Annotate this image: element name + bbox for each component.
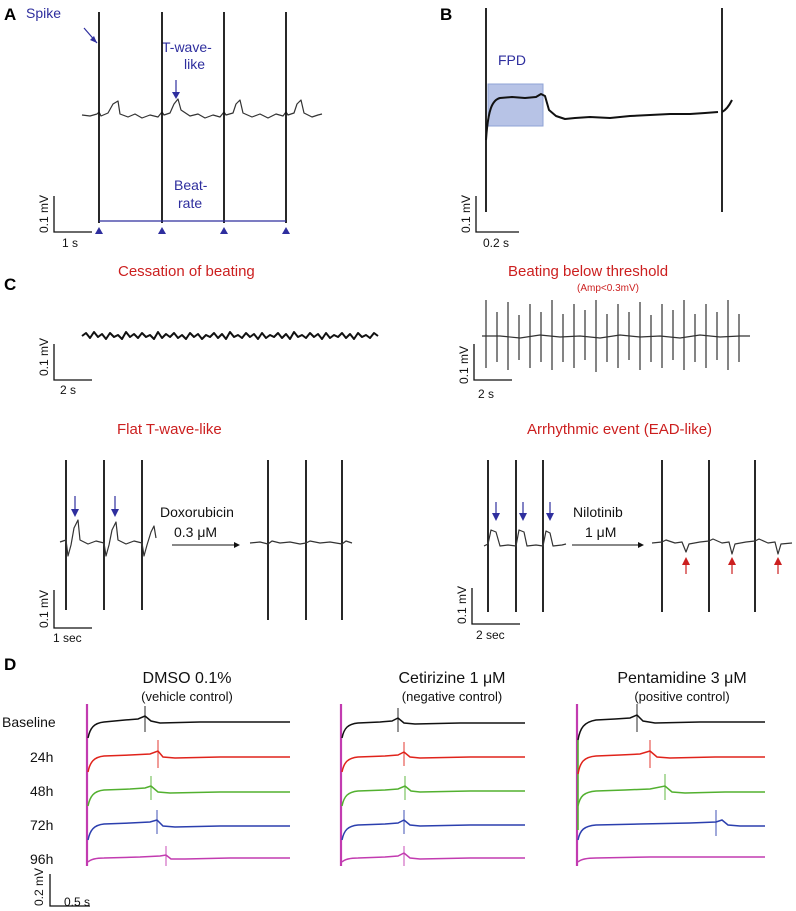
cessation-scalebar: [53, 344, 92, 381]
below-subtitle: (Amp<0.3mV): [577, 283, 639, 294]
panel-a-scale-t: 1 s: [62, 236, 78, 250]
panel-b-scalebar: [475, 196, 519, 233]
flat-drug: Doxorubicin: [160, 504, 234, 520]
flat-title: Flat T-wave-like: [117, 421, 222, 438]
flat-before-trace: [59, 460, 157, 610]
below-scalebar: [473, 344, 512, 381]
cessation-trace: [81, 331, 379, 340]
panel-a-trace: [81, 12, 323, 223]
panel-d-scalebar: [49, 874, 90, 907]
flat-scale-t: 1 sec: [53, 631, 82, 645]
arr-after-trace: [651, 460, 793, 612]
arr-before-trace: [483, 460, 567, 612]
row-label-96h: 96h: [30, 851, 53, 867]
panel-d-scale-v: 0.2 mV: [32, 868, 46, 906]
arr-drug: Nilotinib: [573, 504, 623, 520]
cessation-scale-t: 2 s: [60, 383, 76, 397]
beat-marker-3: [220, 227, 228, 234]
panel-a-scale-v: 0.1 mV: [37, 195, 51, 233]
flat-arrowhead-2: [111, 509, 119, 517]
cetirizine-traces: [339, 704, 525, 866]
flat-dose: 0.3 μM: [174, 524, 217, 540]
panel-letter-b: B: [440, 5, 452, 24]
row-label-baseline: Baseline: [2, 714, 56, 730]
arr-ead-arrowhead-2: [728, 557, 736, 565]
arr-arrowhead-2: [519, 513, 527, 521]
panel-d-scale-t: 0.5 s: [64, 895, 90, 909]
twave-label-line1: T-wave-: [162, 39, 212, 55]
panel-b-scale-v: 0.1 mV: [459, 195, 473, 233]
dmso-traces: [85, 704, 290, 866]
arr-arrowhead-3: [546, 513, 554, 521]
arr-scale-v: 0.1 mV: [455, 586, 469, 624]
row-label-72h: 72h: [30, 817, 53, 833]
arr-dose: 1 μM: [585, 524, 616, 540]
arr-treatment-arrowhead: [638, 542, 644, 548]
fpd-label: FPD: [498, 52, 526, 68]
panel-b-trace: [485, 8, 733, 212]
fpd-box: [487, 83, 544, 127]
arr-ead-arrowhead-1: [682, 557, 690, 565]
beatrate-label-line2: rate: [178, 195, 202, 211]
twave-arrowhead: [172, 92, 180, 99]
row-label-24h: 24h: [30, 749, 53, 765]
cessation-title: Cessation of beating: [118, 263, 255, 280]
arr-ead-arrowhead-3: [774, 557, 782, 565]
panel-letter-d: D: [4, 655, 16, 674]
group-title-pentamidine: Pentamidine 3 μM: [617, 670, 746, 687]
pentamidine-traces: [575, 704, 765, 866]
below-trace: [482, 300, 750, 372]
panel-b-scale-t: 0.2 s: [483, 236, 509, 250]
panel-a-scalebar: [53, 196, 92, 233]
below-scale-v: 0.1 mV: [457, 346, 471, 384]
group-subtitle-cetirizine: (negative control): [402, 689, 502, 704]
arr-arrowhead-1: [492, 513, 500, 521]
group-title-cetirizine: Cetirizine 1 μM: [398, 670, 505, 687]
panel-letter-a: A: [4, 5, 16, 24]
arr-scalebar: [471, 588, 520, 625]
row-label-48h: 48h: [30, 783, 53, 799]
twave-label-line2: like: [184, 56, 205, 72]
flat-scale-v: 0.1 mV: [37, 590, 51, 628]
below-title: Beating below threshold: [508, 263, 668, 280]
flat-arrowhead-1: [71, 509, 79, 517]
arr-title: Arrhythmic event (EAD-like): [527, 421, 712, 438]
group-subtitle-pentamidine: (positive control): [634, 689, 729, 704]
arr-scale-t: 2 sec: [476, 628, 505, 642]
group-title-dmso: DMSO 0.1%: [143, 670, 232, 687]
below-scale-t: 2 s: [478, 387, 494, 401]
beat-marker-4: [282, 227, 290, 234]
spike-label: Spike: [26, 5, 61, 21]
flat-scalebar: [53, 590, 92, 629]
group-subtitle-dmso: (vehicle control): [141, 689, 233, 704]
beat-marker-1: [95, 227, 103, 234]
beatrate-label-line1: Beat-: [174, 177, 208, 193]
cessation-scale-v: 0.1 mV: [37, 338, 51, 376]
beat-marker-2: [158, 227, 166, 234]
flat-treatment-arrowhead: [234, 542, 240, 548]
flat-after-trace: [249, 460, 353, 620]
panel-letter-c: C: [4, 275, 16, 294]
spike-arrowhead: [90, 36, 97, 43]
